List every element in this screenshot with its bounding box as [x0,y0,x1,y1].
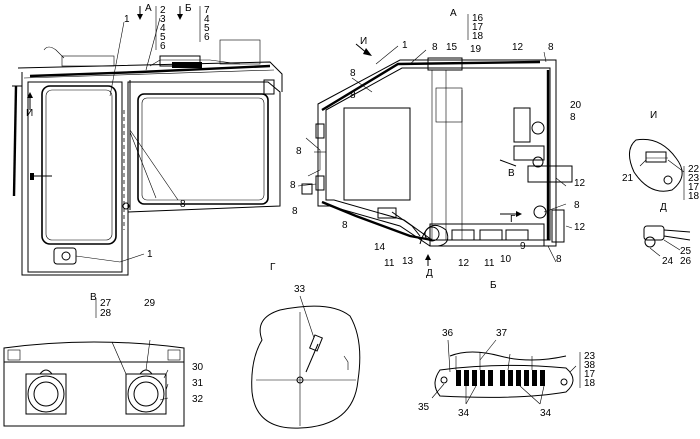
view-i-arrow-label: И [360,36,367,47]
view-g-marker: Г [510,214,516,225]
callout-3: 3 [160,14,166,25]
view-g-detail: Г [251,262,361,429]
view-i-marker: И [26,108,33,119]
callout-29: 29 [144,298,156,309]
callout-8-a: 8 [180,199,186,210]
callout-20: 20 [570,100,582,111]
callout-33: 33 [294,284,306,295]
callout-4-a: 4 [160,23,166,34]
callout-13: 13 [402,256,414,267]
callout-17-b: 17 [688,182,700,193]
callout-18-a: 18 [472,31,484,42]
view-b-arrow-label: Б [185,3,192,14]
callout-16: 16 [472,13,484,24]
callout-12-a: 12 [512,42,524,53]
callout-30: 30 [192,362,204,373]
callout-8-c: 8 [548,42,554,53]
view-a-interior: А [297,8,573,266]
callout-9: 9 [520,241,526,252]
callout-28: 28 [100,308,112,319]
callout-5-a: 5 [160,32,166,43]
callout-5-b: 5 [204,23,210,34]
callout-8-g: 8 [296,146,302,157]
callout-19: 19 [470,44,482,55]
callout-14: 14 [374,242,386,253]
callout-18-b: 18 [688,191,700,202]
callout-8-k: 8 [574,200,580,211]
view-d-marker: Д [426,268,433,279]
view-b-title: Б [490,280,497,291]
view-a-arrow-label: А [145,3,152,14]
callout-2: 2 [160,5,166,16]
cab-front-view [12,6,283,276]
callout-32: 32 [192,394,204,405]
callout-8-d: 8 [350,68,356,79]
view-b-detail: Б [431,280,577,405]
callout-37: 37 [496,328,508,339]
callout-34-b: 34 [540,408,552,419]
callout-26: 26 [680,256,692,267]
callout-6-a: 6 [160,41,166,52]
callout-17-c: 17 [584,369,596,380]
callout-12-b: 12 [574,178,586,189]
callout-35: 35 [418,402,430,413]
view-i-detail: И [629,110,685,192]
callout-8-j: 8 [342,220,348,231]
callout-8-h: 8 [290,180,296,191]
view-v-detail: В [3,292,185,427]
callout-8-e: 8 [350,90,356,101]
view-d-title: Д [660,202,667,213]
callout-15: 15 [446,42,458,53]
callout-25: 25 [680,246,692,257]
callout-8-f: 8 [570,112,576,123]
callout-10: 10 [500,254,512,265]
callout-1-c: 1 [402,40,408,51]
callout-38: 38 [584,360,596,371]
callout-11-b: 11 [484,258,495,269]
callout-23-a: 23 [688,173,700,184]
callout-4-b: 4 [204,14,210,25]
callout-18-c: 18 [584,378,596,389]
callout-21: 21 [622,173,634,184]
callout-27: 27 [100,298,112,309]
view-v-marker: В [508,168,515,179]
callout-23-b: 23 [584,351,596,362]
view-v-title: В [90,292,97,303]
callout-7: 7 [204,5,210,16]
view-d-detail: Д [643,202,691,257]
view-g-title: Г [270,262,276,273]
callout-8-l: 8 [556,254,562,265]
callout-12-d: 12 [458,258,470,269]
callout-17-a: 17 [472,22,484,33]
view-i-title: И [650,110,657,121]
callout-6-b: 6 [204,32,210,43]
callout-36: 36 [442,328,454,339]
callout-1-b: 1 [147,249,153,260]
callout-11-a: 11 [384,258,395,269]
view-a-title: А [450,8,457,19]
callout-12-c: 12 [574,222,586,233]
callout-24: 24 [662,256,674,267]
callout-8-i: 8 [292,206,298,217]
callout-34-a: 34 [458,408,470,419]
callout-8-b: 8 [432,42,438,53]
callout-31: 31 [192,378,204,389]
callout-1-a: 1 [124,14,130,25]
callout-22: 22 [688,164,700,175]
